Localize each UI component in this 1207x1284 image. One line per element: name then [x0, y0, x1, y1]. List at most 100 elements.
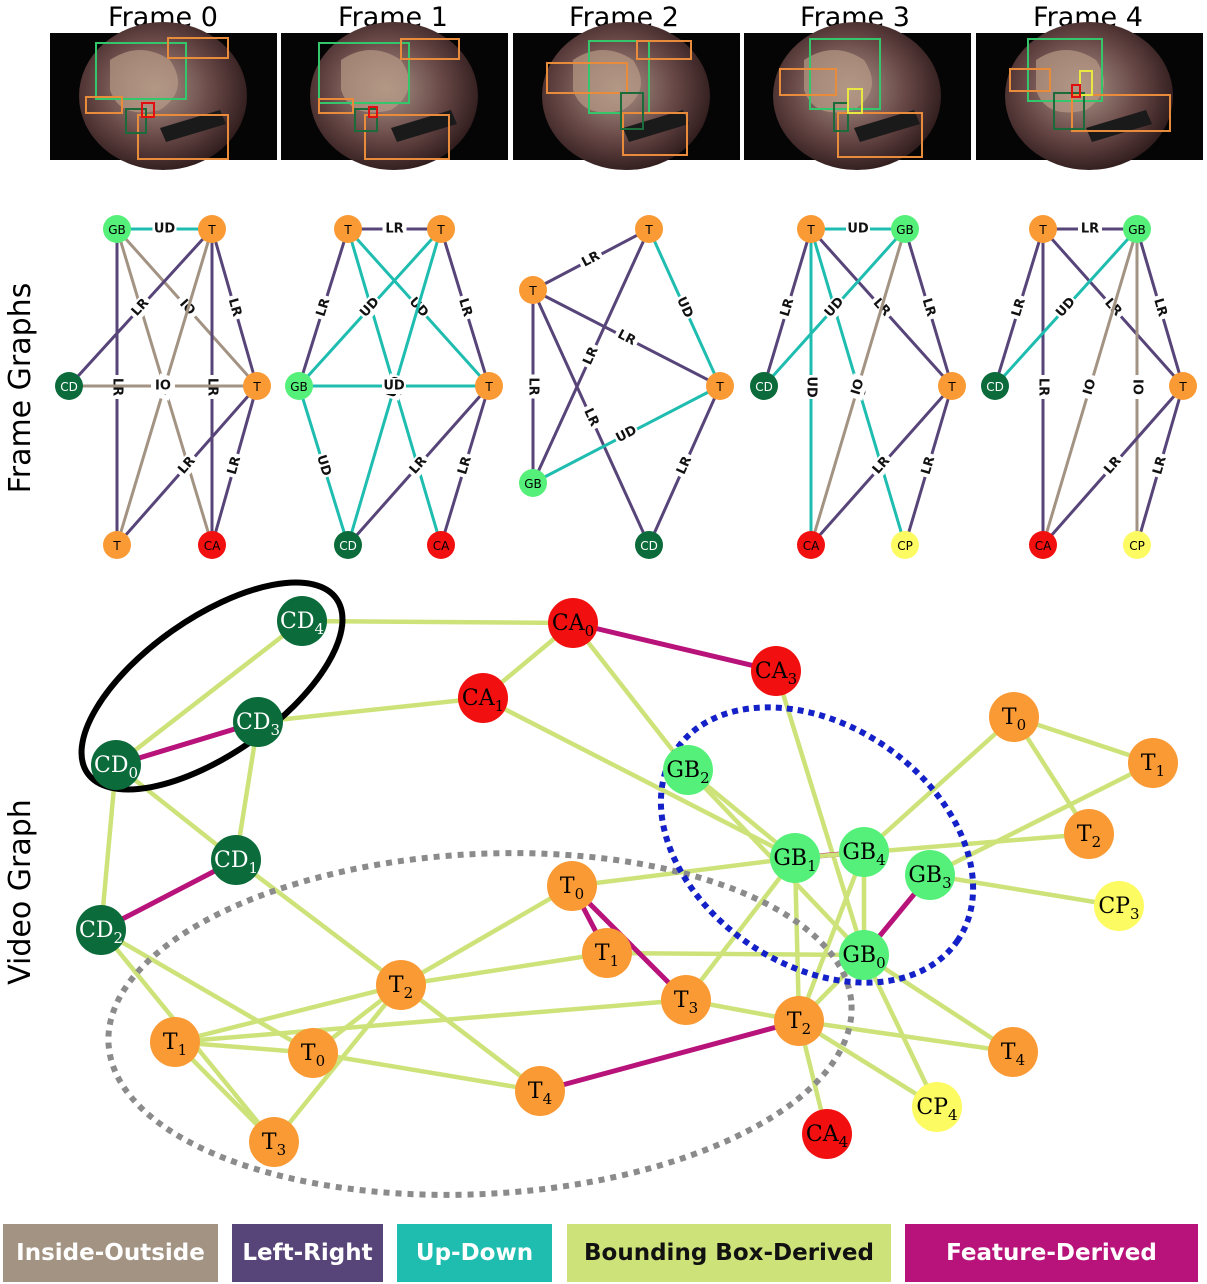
frame-graph-node-t: T [1169, 372, 1197, 400]
detection-box [364, 114, 450, 160]
frame-graph-edge: LR [297, 228, 350, 387]
bbox-derived-edge [301, 618, 574, 626]
frame-graph-edge: LR [210, 385, 259, 546]
detection-box [1071, 94, 1171, 132]
video-graph-node-ca4: CA4 [802, 1109, 852, 1159]
frame-graph-node-cd: CD [334, 531, 362, 559]
edge-label-bg [1148, 293, 1172, 322]
bbox-derived-edge [792, 857, 802, 1022]
frame-graph-edge: LR [762, 228, 813, 387]
tool-cluster-ellipse [105, 850, 855, 1198]
edge-label-bg [1007, 293, 1031, 322]
node-label: T0 [301, 1041, 325, 1070]
node-label: T1 [595, 941, 619, 970]
node-circle [1064, 809, 1114, 859]
node-label: CP3 [1098, 894, 1139, 923]
frame-graph-1: LRLRUDUDUDUDLRUDUDLRLRTTGBTCDCA [285, 215, 503, 559]
node-label: T [207, 223, 216, 237]
node-base: CP [916, 1095, 948, 1120]
node-subscript: 3 [1130, 905, 1140, 923]
node-subscript: 1 [178, 1041, 188, 1059]
edge-label: LR [778, 297, 798, 319]
tissue-shape [341, 50, 409, 113]
node-base: CD [79, 918, 113, 943]
edge-label: LR [225, 455, 244, 477]
node-base: CD [94, 753, 128, 778]
feature-derived-edge [99, 857, 238, 933]
node-circle [548, 598, 598, 648]
video-graph: CD4CD3CD0CD1CD2CA0CA1CA3CA4GB2GB1GB4GB3G… [76, 579, 1178, 1198]
node-base: CA [806, 1122, 840, 1147]
detection-box [833, 102, 849, 132]
edge-label: LR [615, 327, 638, 349]
tissue-shape [804, 50, 872, 113]
edge-label: IO [849, 377, 868, 397]
node-subscript: 1 [248, 859, 258, 877]
node-base: CA [755, 659, 789, 684]
video-graph-node-rt0: T0 [989, 692, 1039, 742]
video-graph-node-lt1: T1 [150, 1017, 200, 1067]
detection-box [137, 114, 229, 160]
node-subscript: 3 [788, 670, 798, 688]
detection-box [318, 98, 354, 114]
node-label: T2 [1077, 822, 1101, 851]
node-circle [663, 745, 713, 795]
frame-graph-node-cd: CD [635, 531, 663, 559]
node-label: CA [803, 539, 820, 553]
bbox-derived-edge [861, 954, 940, 1108]
node-subscript: 0 [876, 954, 886, 972]
node-subscript: 1 [1156, 762, 1166, 780]
edge-label-bg [151, 378, 175, 394]
frame-graph-node-gb: GB [285, 372, 313, 400]
node-circle [706, 372, 734, 400]
edge-label-bg [173, 451, 201, 480]
frame-graph-edge: LR [1043, 221, 1137, 237]
node-label: CA [1035, 539, 1052, 553]
node-label: CA [204, 539, 221, 553]
node-circle [989, 692, 1039, 742]
node-label: GB [1128, 223, 1146, 237]
node-subscript: 0 [585, 622, 595, 640]
node-label: CP [1129, 539, 1145, 553]
node-label: T2 [787, 1009, 811, 1038]
edge-label: IO [1081, 377, 1100, 397]
node-label: CD2 [79, 918, 123, 947]
node-label: GB0 [842, 943, 885, 972]
node-circle [661, 975, 711, 1025]
tissue-shape [1036, 50, 1104, 113]
detection-box [837, 112, 923, 158]
node-circle [519, 469, 547, 497]
edge-label: LR [1081, 222, 1099, 237]
edge-label-bg [1052, 293, 1080, 322]
node-base: T [301, 1041, 316, 1066]
node-circle [750, 372, 778, 400]
node-subscript: 4 [314, 620, 324, 638]
node-base: T [262, 1130, 277, 1155]
video-graph-node-ca0: CA0 [548, 598, 598, 648]
edge-label-bg [917, 451, 940, 480]
node-label: T4 [1001, 1040, 1025, 1069]
legend-up-down: Up-Down [397, 1224, 552, 1282]
node-label: CA3 [755, 659, 797, 688]
node-circle [285, 372, 313, 400]
frame-graph-edge: LR [210, 228, 259, 387]
detection-box [620, 92, 644, 130]
bbox-derived-edge [312, 1050, 541, 1094]
node-circle [1029, 215, 1057, 243]
frame-graph-edge: UD [299, 378, 489, 394]
legend-left-right: Left-Right [232, 1224, 383, 1282]
node-subscript: 4 [876, 851, 886, 869]
node-circle [635, 531, 663, 559]
node-label: CP [897, 539, 913, 553]
legend-label: Bounding Box-Derived [584, 1240, 874, 1266]
edge-label-bg [525, 374, 541, 399]
video-graph-node-ca3: CA3 [751, 646, 801, 696]
frame-graph-edge: LR [525, 290, 541, 483]
edge-label-bg [846, 221, 870, 237]
legend-inside-outside: Inside-Outside [3, 1224, 218, 1282]
edge-label: IO [155, 379, 171, 394]
node-subscript: 0 [316, 1052, 326, 1070]
node-label: T [1038, 223, 1047, 237]
